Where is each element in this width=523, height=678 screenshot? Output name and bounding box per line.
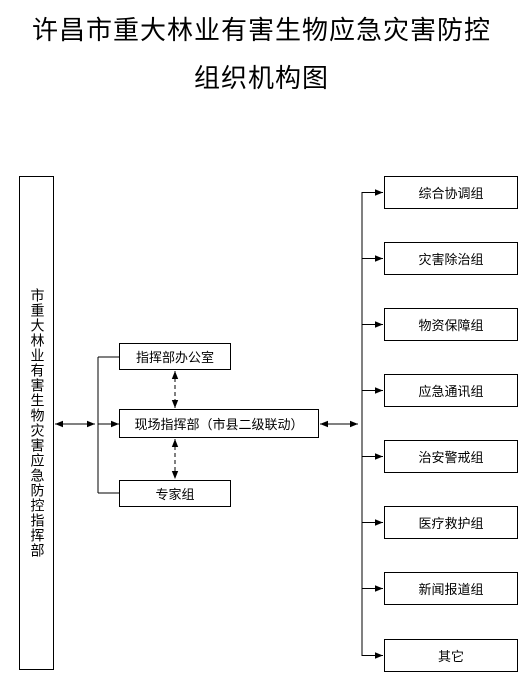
diagram-title-line1: 许昌市重大林业有害生物应急灾害防控 [31, 16, 491, 46]
expert-group-box: 专家组 [119, 480, 231, 507]
command-office-box: 指挥部办公室 [119, 343, 231, 370]
group-box-other: 其它 [384, 639, 518, 672]
scene-headquarters-box: 现场指挥部（市县二级联动） [119, 409, 319, 438]
group-box-material-support: 物资保障组 [384, 308, 518, 341]
diagram-title-line2: 组织机构图 [193, 64, 329, 94]
command-headquarters-box: 市重大林业有害生物灾害应急防控指挥部 [19, 176, 54, 670]
command-headquarters-label: 市重大林业有害生物灾害应急防控指挥部 [28, 288, 45, 558]
group-box-news-report: 新闻报道组 [384, 572, 518, 605]
group-box-public-security: 治安警戒组 [384, 440, 518, 473]
group-box-disaster-control: 灾害除治组 [384, 242, 518, 275]
group-box-emergency-communication: 应急通讯组 [384, 374, 518, 407]
group-box-medical-rescue: 医疗救护组 [384, 506, 518, 539]
group-box-comprehensive-coordination: 综合协调组 [384, 176, 518, 209]
